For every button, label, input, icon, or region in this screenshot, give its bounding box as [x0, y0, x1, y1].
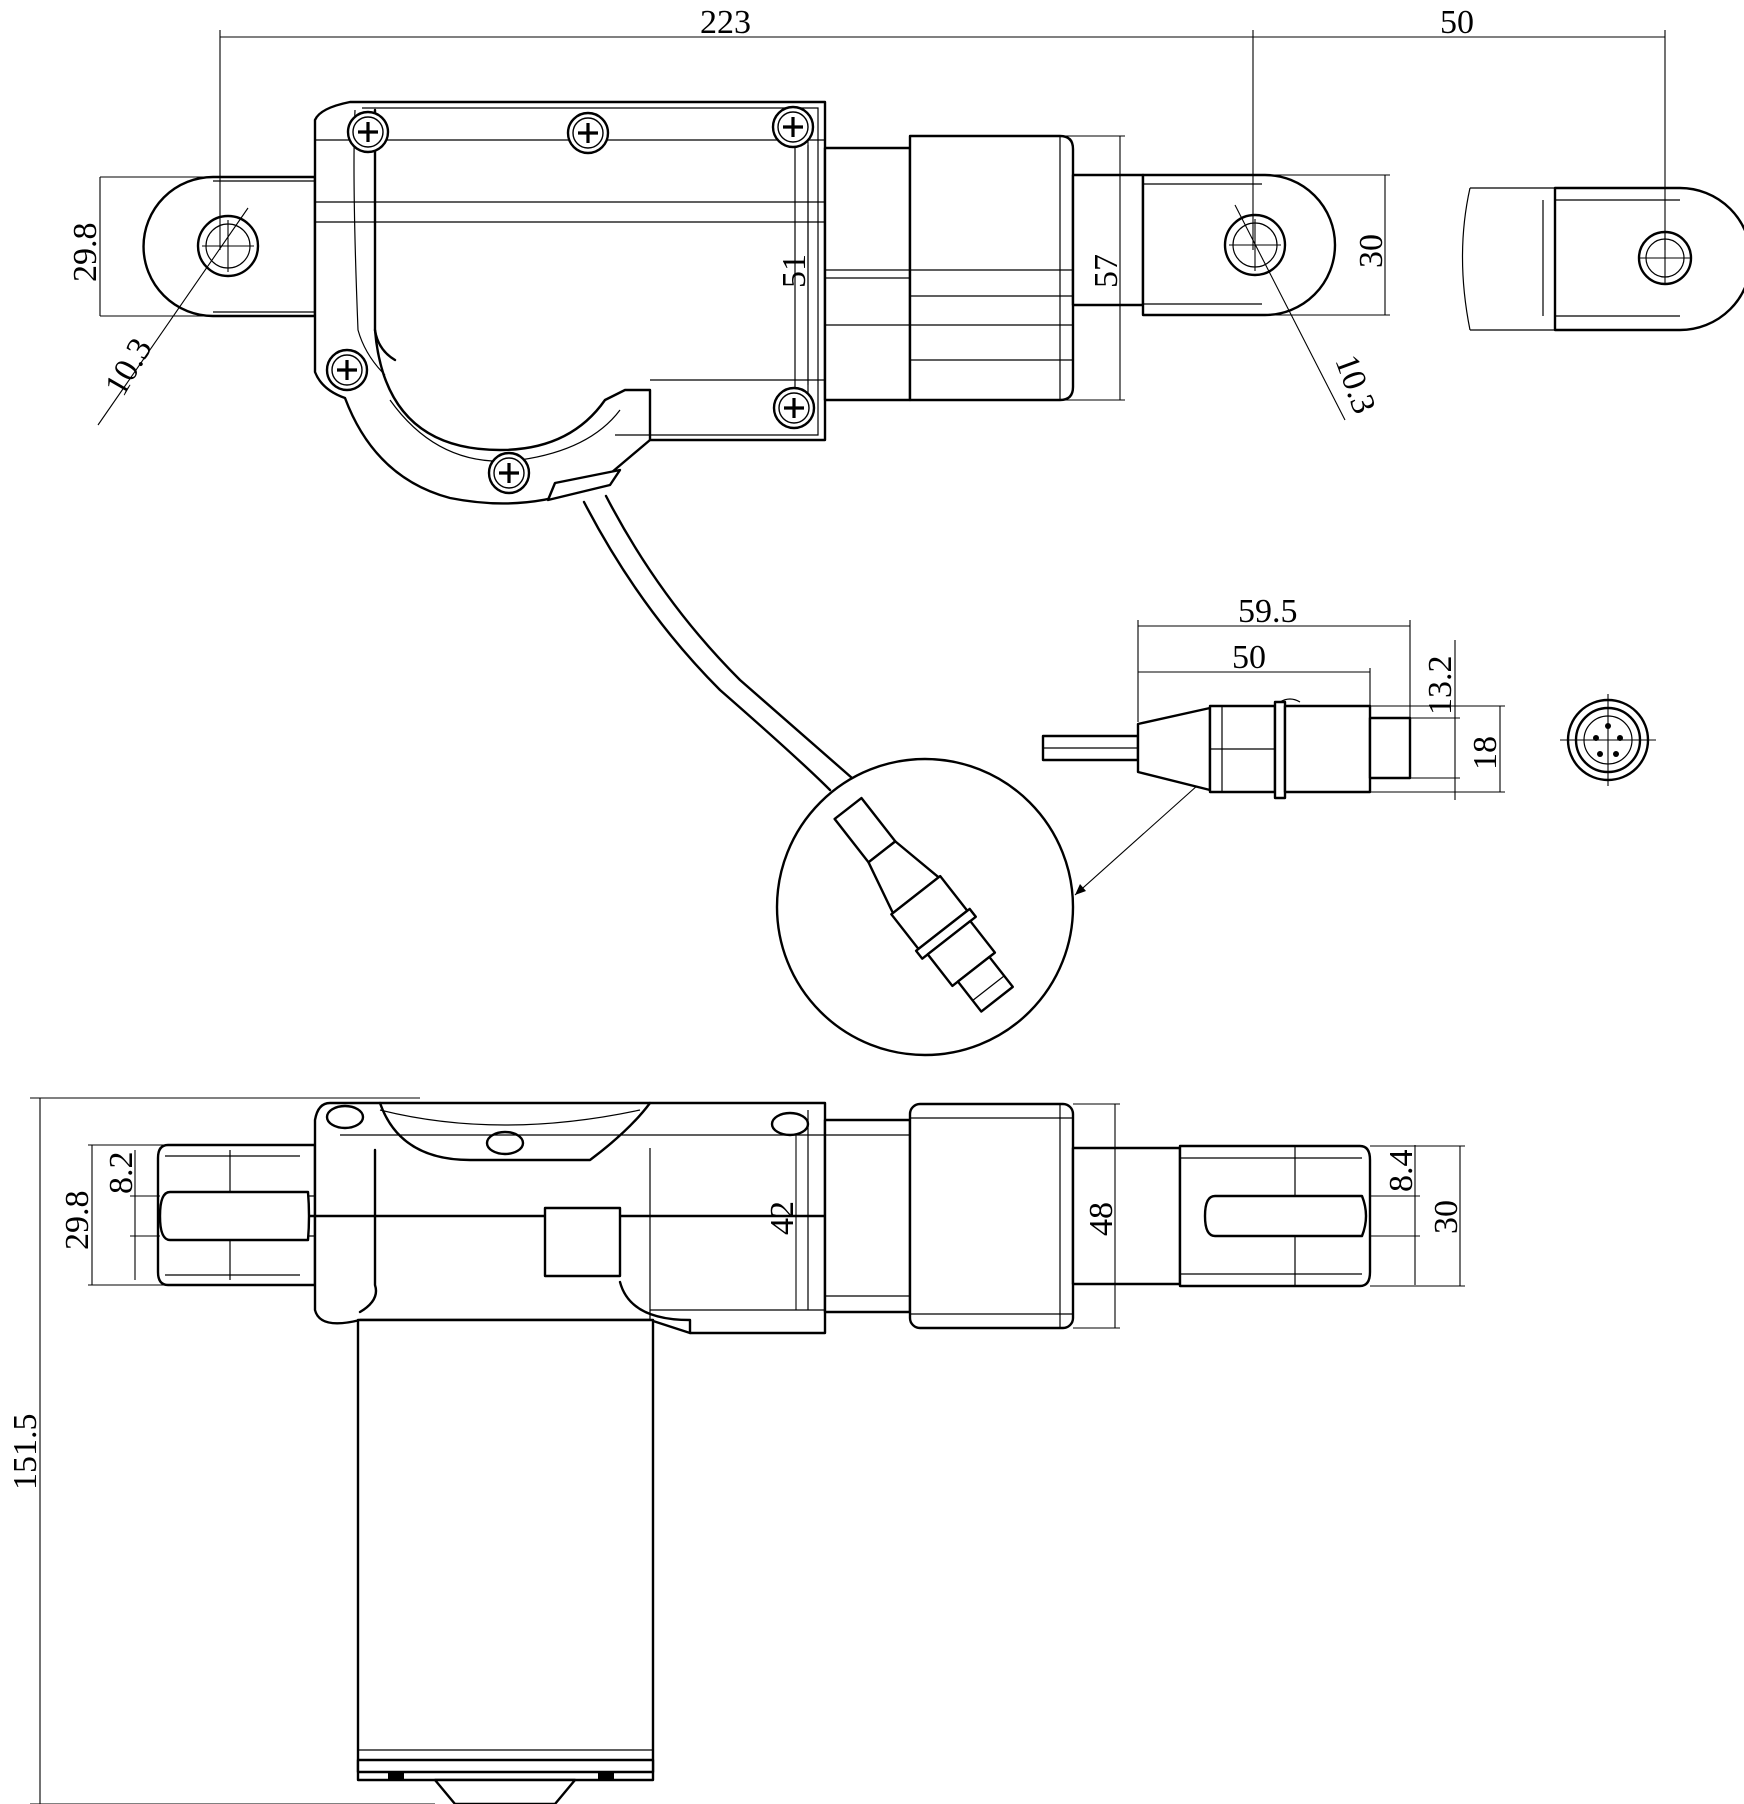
- dim-front-eye-30: 30: [1353, 234, 1390, 268]
- gearbox-housing-bottom: [308, 1101, 827, 1335]
- front-rod-eye: [1071, 173, 1337, 317]
- dim-rear-hole-10-3: 10.3: [98, 332, 160, 402]
- dim-connector-50: 50: [1232, 639, 1266, 676]
- outer-tube-bottom: [823, 1102, 1075, 1330]
- phillips-screw-icon: [772, 386, 816, 430]
- cable: [582, 500, 832, 792]
- phillips-screw-icon: [771, 105, 815, 149]
- eye-side-view: [1461, 186, 1744, 332]
- dim-bottom-rear-8-2: 8.2: [103, 1152, 140, 1195]
- phillips-screw-icon: [566, 111, 610, 155]
- connector-pin-face-icon: [1560, 694, 1656, 786]
- dim-bottom-front-8-4: 8.4: [1383, 1150, 1420, 1193]
- dim-connector-13-2: 13.2: [1422, 656, 1459, 716]
- dim-tube-57: 57: [1088, 254, 1125, 288]
- phillips-screw-icon: [487, 451, 531, 495]
- dim-front-hole-10-3: 10.3: [1327, 350, 1382, 419]
- gearbox-housing: [313, 100, 827, 505]
- dim-rear-eye-29-8: 29.8: [67, 223, 104, 283]
- dim-connector-59-5: 59.5: [1238, 593, 1298, 630]
- rear-clevis: [156, 1143, 317, 1287]
- dimension-lines: [30, 30, 1666, 1804]
- dim-total-151-5: 151.5: [7, 1414, 44, 1491]
- rear-mounting-eye: [142, 175, 317, 318]
- dim-bottom-rear-29-8: 29.8: [59, 1191, 96, 1251]
- phillips-screw-icon: [346, 110, 390, 154]
- dim-connector-18: 18: [1467, 736, 1504, 770]
- dim-bottom-front-30: 30: [1428, 1200, 1465, 1234]
- dim-housing-51: 51: [776, 254, 813, 288]
- dim-stroke-50: 50: [1440, 4, 1474, 41]
- connector-side-view: [1041, 698, 1412, 800]
- outer-tube: [823, 134, 1075, 402]
- connector-detail-circle: [775, 757, 1199, 1057]
- dim-bottom-tube-48: 48: [1083, 1202, 1120, 1236]
- top-view: [142, 100, 1337, 792]
- front-clevis: [1071, 1144, 1372, 1288]
- dim-223: 223: [700, 4, 751, 41]
- phillips-screw-icon: [325, 348, 369, 392]
- motor-can: [356, 1318, 655, 1804]
- bottom-view: [156, 1101, 1372, 1804]
- dim-bottom-housing-42: 42: [764, 1201, 801, 1235]
